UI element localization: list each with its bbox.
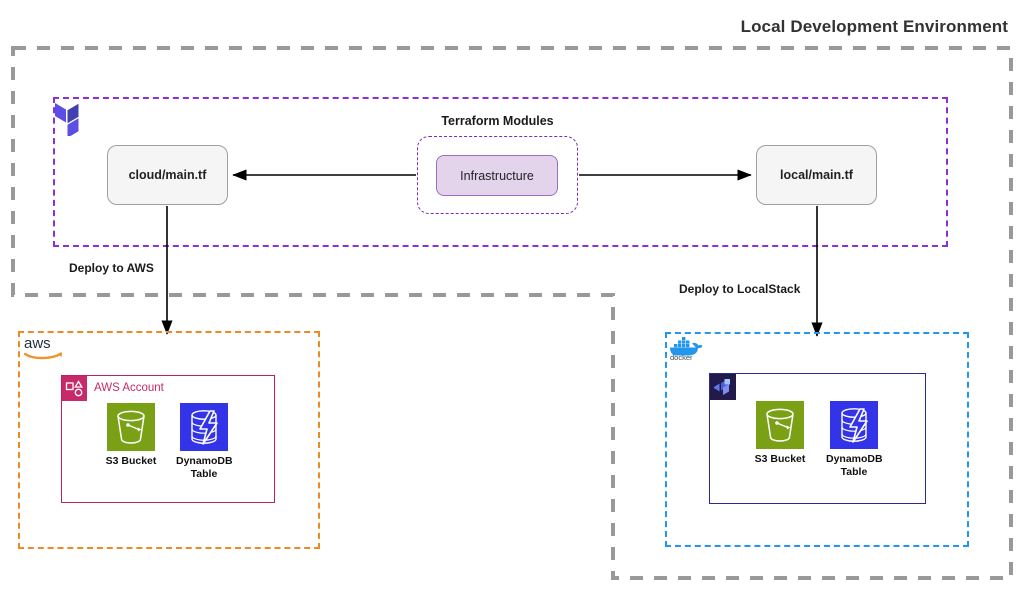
terraform-modules-group: [417, 136, 578, 214]
service-label: S3 Bucket: [105, 455, 157, 467]
docker-logo: docker: [670, 337, 703, 361]
terraform-logo: [55, 103, 79, 136]
docker-logo-text: docker: [670, 353, 693, 361]
service-label: DynamoDB Table: [826, 453, 883, 479]
localstack-box: [709, 373, 926, 504]
service-label: DynamoDB Table: [176, 455, 233, 481]
s3-bucket-icon: [756, 401, 804, 449]
dynamodb-icon: [830, 401, 878, 449]
module-cloud-main-tf[interactable]: cloud/main.tf: [107, 145, 228, 205]
service-dynamodb-table-localstack: DynamoDB Table: [826, 401, 883, 479]
dynamodb-icon: [180, 403, 228, 451]
service-label-line1: DynamoDB: [826, 453, 883, 465]
service-label-line2: Table: [190, 468, 218, 480]
aws-account-box: [61, 375, 275, 503]
module-infrastructure[interactable]: Infrastructure: [436, 155, 558, 196]
terraform-modules-label: Terraform Modules: [441, 114, 554, 128]
aws-cloud-boundary: [18, 331, 320, 549]
service-dynamodb-table-aws: DynamoDB Table: [176, 403, 233, 481]
edge-label-deploy-to-aws: Deploy to AWS: [69, 261, 154, 275]
service-s3-bucket-localstack: S3 Bucket: [752, 401, 808, 466]
aws-account-title: AWS Account: [94, 382, 164, 394]
page-title: Local Development Environment: [740, 17, 1008, 36]
service-label-line1: DynamoDB: [176, 455, 233, 467]
docker-boundary: [665, 332, 969, 547]
aws-logo: aws: [24, 335, 63, 360]
service-s3-bucket-aws: S3 Bucket: [103, 403, 159, 468]
terraform-container: [53, 97, 948, 247]
aws-account-icon: [62, 376, 87, 401]
svg-text:aws: aws: [24, 335, 51, 352]
module-local-main-tf[interactable]: local/main.tf: [756, 145, 877, 205]
edge-label-deploy-to-localstack: Deploy to LocalStack: [679, 282, 801, 296]
service-label-line2: Table: [840, 466, 868, 478]
localstack-icon: [710, 374, 736, 400]
service-label: S3 Bucket: [754, 453, 806, 465]
s3-bucket-icon: [107, 403, 155, 451]
